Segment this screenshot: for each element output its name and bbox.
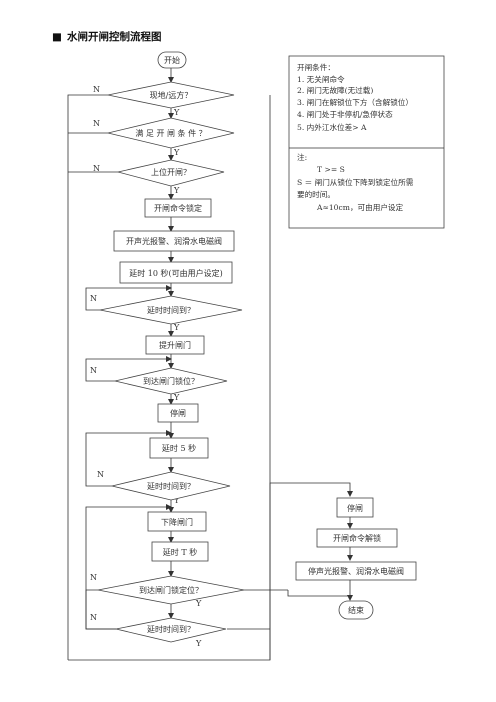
svg-text:结束: 结束 <box>348 605 364 615</box>
process-delay-10: 延时 10 秒(可由用户设定) <box>119 261 233 284</box>
decision-delay-done-2: 延时时间到？ <box>111 471 231 501</box>
process-lower-gate: 下降闸门 <box>147 511 207 532</box>
label-n-5: N <box>90 366 97 375</box>
decision-upper: 上位开闸？ <box>117 159 225 187</box>
note-s-desc-2: 要的时间。 <box>297 189 335 199</box>
svg-text:开声光报警、润滑水电磁阀: 开声光报警、润滑水电磁阀 <box>126 236 222 246</box>
label-y-8: Y <box>195 639 202 648</box>
label-n-1: N <box>93 85 100 94</box>
note-condition-3: 3. 闸门在解锁位下方（含解锁位） <box>297 97 413 107</box>
svg-text:下降闸门: 下降闸门 <box>161 517 193 527</box>
label-n-8: N <box>90 613 97 622</box>
note-a-desc: A≈10cm，可由用户设定 <box>316 202 404 212</box>
process-unlock-command: 开闸命令解锁 <box>316 528 398 548</box>
svg-text:现地/远方？: 现地/远方？ <box>150 90 193 100</box>
decision-delay-done-1: 延时时间到？ <box>99 295 243 325</box>
svg-text:到达闸门锁位？: 到达闸门锁位？ <box>143 376 199 386</box>
svg-text:开始: 开始 <box>164 55 180 65</box>
heading-bullet: ■ <box>52 31 62 43</box>
svg-text:到达闸门锁定位？: 到达闸门锁定位？ <box>139 585 203 595</box>
label-y-2: Y <box>173 148 180 157</box>
decision-delay-done-3: 延时时间到？ <box>115 617 227 643</box>
note-formula: T >= S <box>317 165 345 174</box>
note-condition-1: 1. 无关闸命令 <box>297 74 345 84</box>
branch-labels: N Y N Y N Y N Y N Y N Y N Y N Y <box>90 85 202 648</box>
label-n-7: N <box>90 573 97 582</box>
label-y-7: Y <box>195 599 202 608</box>
svg-text:停闸: 停闸 <box>170 408 186 418</box>
label-n-2: N <box>93 119 100 128</box>
decision-conditions: 满 足 开 闸 条 件 ？ <box>107 117 235 149</box>
note-label: 注: <box>297 152 307 162</box>
svg-text:提升闸门: 提升闸门 <box>159 340 191 350</box>
heading-title: 水闸开闸控制流程图 <box>66 30 162 43</box>
process-delay-t: 延时 T 秒 <box>151 541 209 562</box>
svg-text:延时 T 秒: 延时 T 秒 <box>163 547 197 557</box>
start-node: 开始 <box>157 51 187 69</box>
svg-text:延时时间到？: 延时时间到？ <box>147 305 195 315</box>
process-stop-1: 停闸 <box>157 403 199 423</box>
process-lock-command: 开闸命令锁定 <box>144 198 212 218</box>
process-alarm-off: 停声光报警、润滑水电磁阀 <box>295 561 417 581</box>
label-y-1: Y <box>173 108 180 117</box>
label-n-6: N <box>97 470 104 479</box>
note-condition-5: 5. 内外江水位差> A <box>297 122 367 132</box>
label-y-3: Y <box>173 186 180 195</box>
label-y-4: Y <box>173 323 180 332</box>
decision-lock-position: 到达闸门锁定位？ <box>97 575 245 605</box>
note-condition-2: 2. 闸门无故障(无过载) <box>297 85 373 95</box>
svg-text:上位开闸？: 上位开闸？ <box>151 167 191 177</box>
note-s-desc-1: S ＝ 闸门从锁位下降到锁定位所需 <box>297 177 414 187</box>
decision-local-remote: 现地/远方？ <box>107 81 235 109</box>
svg-text:开闸命令解锁: 开闸命令解锁 <box>333 533 381 543</box>
svg-text:延时时间到？: 延时时间到？ <box>147 624 195 634</box>
process-delay-5: 延时 5 秒 <box>149 437 209 459</box>
svg-text:延时 5 秒: 延时 5 秒 <box>162 443 196 453</box>
conditions-note-box: 开闸条件： 1. 无关闸命令 2. 闸门无故障(无过载) 3. 闸门在解锁位下方… <box>288 55 445 229</box>
decision-unlock-position: 到达闸门锁位？ <box>114 367 228 395</box>
label-y-6: Y <box>173 496 180 505</box>
label-y-5: Y <box>173 393 180 402</box>
svg-text:延时 10 秒(可由用户设定): 延时 10 秒(可由用户设定) <box>129 268 223 278</box>
note-title: 开闸条件： <box>297 62 335 72</box>
svg-text:满 足 开 闸 条 件 ？: 满 足 开 闸 条 件 ？ <box>135 128 206 138</box>
process-stop-2: 停闸 <box>336 497 374 518</box>
svg-text:延时时间到？: 延时时间到？ <box>147 481 195 491</box>
connector-lines <box>67 68 353 661</box>
end-node: 结束 <box>338 600 374 620</box>
process-raise-gate: 提升闸门 <box>145 335 205 355</box>
label-n-3: N <box>93 164 100 173</box>
process-alarm-on: 开声光报警、润滑水电磁阀 <box>113 230 235 252</box>
note-condition-4: 4. 闸门处于非停机/急停状态 <box>297 109 393 119</box>
svg-text:开闸命令锁定: 开闸命令锁定 <box>154 203 202 213</box>
svg-text:停闸: 停闸 <box>347 503 363 513</box>
label-n-4: N <box>90 294 97 303</box>
svg-text:停声光报警、润滑水电磁阀: 停声光报警、润滑水电磁阀 <box>308 566 404 576</box>
